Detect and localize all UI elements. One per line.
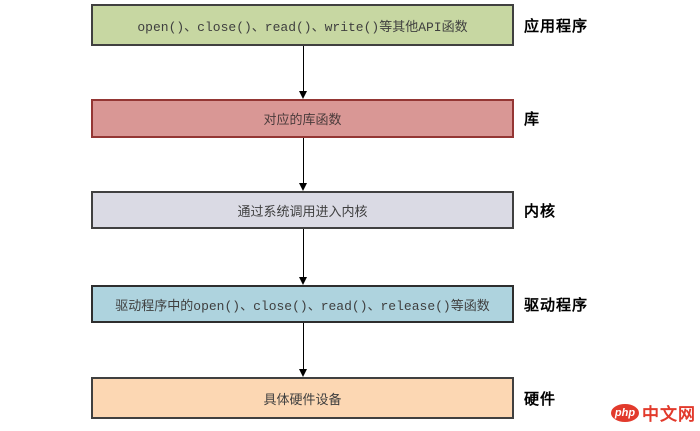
side-label-1: 应用程序 xyxy=(524,17,589,35)
php-cn-watermark: php 中文网 xyxy=(611,400,696,425)
php-logo-text: php xyxy=(614,406,636,419)
side-label-2: 库 xyxy=(524,111,541,128)
flow-arrow-line xyxy=(302,46,304,91)
layer-box-5: 具体硬件设备 xyxy=(91,377,514,419)
layer-box-text: 具体硬件设备 xyxy=(263,392,342,408)
side-label-3: 内核 xyxy=(524,202,557,220)
php-logo-icon: php xyxy=(611,403,639,422)
layer-box-1: open()、close()、read()、write()等其他API函数 xyxy=(91,4,514,46)
flow-arrow-line xyxy=(302,323,304,369)
layer-box-4: 驱动程序中的open()、close()、read()、release()等函数 xyxy=(91,285,514,323)
arrow-head-icon xyxy=(298,277,307,285)
layer-box-2: 对应的库函数 xyxy=(91,99,514,138)
arrow-head-icon xyxy=(298,369,307,377)
side-label-4: 驱动程序 xyxy=(524,296,589,314)
layer-box-text: 对应的库函数 xyxy=(263,113,342,128)
side-label-5: 硬件 xyxy=(524,390,557,408)
arrow-head-icon xyxy=(298,183,307,191)
flow-arrow-line xyxy=(302,138,304,183)
layer-box-text: open()、close()、read()、write()等其他API函数 xyxy=(137,19,468,35)
watermark-site-name: 中文网 xyxy=(642,405,696,424)
layer-box-text: 驱动程序中的open()、close()、read()、release()等函数 xyxy=(115,298,490,314)
layer-box-3: 通过系统调用进入内核 xyxy=(91,191,514,229)
layer-box-text: 通过系统调用进入内核 xyxy=(237,204,368,220)
arrow-head-icon xyxy=(298,91,307,99)
flow-arrow-line xyxy=(302,229,304,277)
